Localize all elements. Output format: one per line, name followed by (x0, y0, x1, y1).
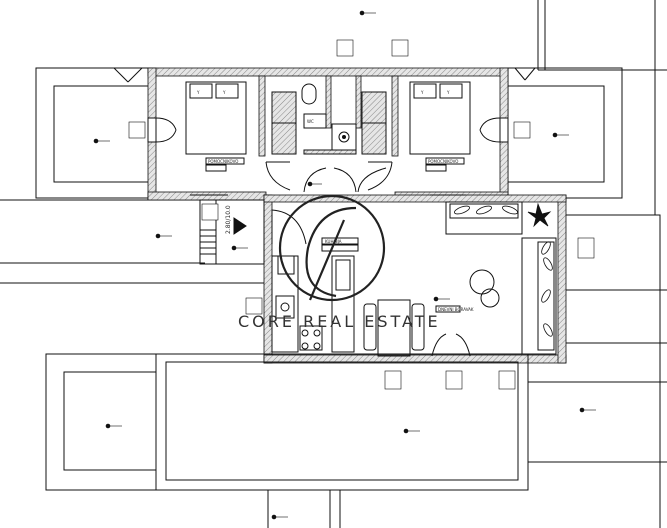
window-tag (245, 297, 263, 315)
pool (165, 361, 519, 481)
level-marker-icon (155, 233, 172, 239)
level-marker-icon (271, 514, 288, 520)
svg-text:Y: Y (420, 90, 424, 95)
level-markers (93, 10, 596, 520)
bed-right (409, 81, 471, 155)
svg-text:POMOCNIKOVO: POMOCNIKOVO (208, 159, 238, 164)
bedroom-right: Y Y POMOCNIKOVO (361, 81, 509, 196)
walls (147, 67, 567, 364)
level-marker-icon (579, 407, 596, 413)
level-marker-icon (433, 296, 450, 302)
level-marker-icon (105, 423, 122, 429)
level-marker-icon (307, 181, 322, 187)
window-tags (128, 39, 595, 390)
window-tag (336, 39, 354, 57)
window-tag (128, 121, 146, 139)
window-tag (577, 237, 595, 259)
level-marker-icon (231, 245, 248, 251)
watermark-text: CORE REAL ESTATE (238, 312, 441, 331)
watermark-logo (278, 194, 386, 302)
window-tag (513, 121, 531, 139)
living-area: KUHINJA DNEVNI BORAVAK (271, 201, 557, 357)
level-marker-icon (93, 138, 110, 144)
window-tag (391, 39, 409, 57)
window-tag (445, 370, 463, 390)
window-tag (384, 370, 402, 390)
window-tag (498, 370, 516, 390)
pool-terrace (45, 353, 529, 491)
bathroom: WC (301, 83, 387, 193)
toilet (301, 83, 317, 105)
svg-text:DNEVNI BORAVAK: DNEVNI BORAVAK (438, 307, 474, 312)
bedroom-left: Y Y POMOCNIKOVO (147, 81, 297, 196)
svg-text:Y: Y (222, 90, 226, 95)
svg-text:POMOCNIKOVO: POMOCNIKOVO (428, 159, 458, 164)
level-marker-icon (552, 132, 569, 138)
svg-text:Y: Y (446, 90, 450, 95)
svg-text:Y: Y (196, 90, 200, 95)
svg-text:2.80/10.0: 2.80/10.0 (225, 205, 232, 234)
window-tag (201, 203, 219, 221)
dining-table (377, 299, 411, 357)
plant-icon (527, 202, 552, 228)
plant-icons (454, 202, 553, 337)
svg-text:WC: WC (307, 119, 314, 124)
svg-text:KUHINJA: KUHINJA (325, 239, 342, 244)
level-marker-icon (359, 10, 376, 16)
level-marker-icon (403, 428, 420, 434)
bed-left (185, 81, 247, 155)
